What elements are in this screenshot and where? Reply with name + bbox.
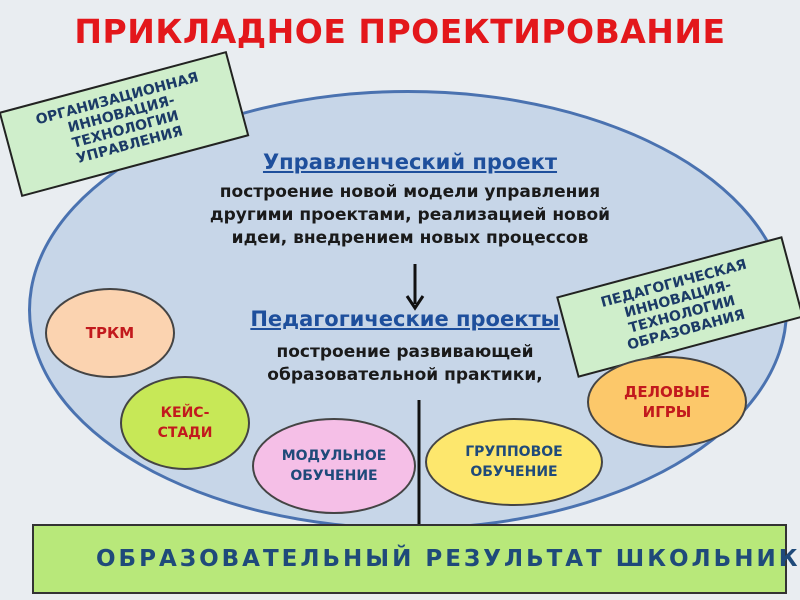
- pedagogical-projects-text: построение развивающей образовательной п…: [225, 341, 585, 387]
- bubble-group-learning: ГРУППОВОЕ ОБУЧЕНИЕ: [425, 418, 603, 506]
- bubble-trkm: ТРКМ: [45, 288, 175, 378]
- bubble-line: МОДУЛЬНОЕ: [281, 448, 387, 464]
- result-label: ОБРАЗОВАТЕЛЬНЫЙ РЕЗУЛЬТАТ ШКОЛЬНИКА: [96, 546, 800, 572]
- bubble-label: КЕЙС- СТАДИ: [158, 403, 213, 443]
- text-line: идеи, внедрением новых процессов: [231, 228, 589, 248]
- bubble-line: СТАДИ: [157, 425, 213, 441]
- bubble-label: МОДУЛЬНОЕ ОБУЧЕНИЕ: [282, 446, 387, 486]
- text-line: другими проектами, реализацией новой: [209, 205, 611, 225]
- bubble-line: ОБУЧЕНИЕ: [290, 468, 378, 484]
- text-line: образовательной практики,: [267, 365, 543, 385]
- bubble-modular-learning: МОДУЛЬНОЕ ОБУЧЕНИЕ: [252, 418, 416, 514]
- page-title: ПРИКЛАДНОЕ ПРОЕКТИРОВАНИЕ: [74, 12, 726, 51]
- bubble-line: КЕЙС-: [160, 405, 210, 421]
- bubble-line: ДЕЛОВЫЕ: [623, 383, 711, 401]
- bubble-label: ТРКМ: [85, 324, 135, 342]
- bubble-line: ОБУЧЕНИЕ: [470, 464, 558, 480]
- result-bar: ОБРАЗОВАТЕЛЬНЫЙ РЕЗУЛЬТАТ ШКОЛЬНИКА: [32, 524, 800, 594]
- text-line: построение развивающей: [276, 342, 534, 362]
- bubble-label: ДЕЛОВЫЕ ИГРЫ: [624, 382, 710, 422]
- bubble-business-games: ДЕЛОВЫЕ ИГРЫ: [587, 356, 747, 448]
- bubble-case-study: КЕЙС- СТАДИ: [120, 376, 250, 470]
- pedagogical-projects-title: Педагогические проекты: [250, 307, 560, 331]
- text-line: построение новой модели управления: [219, 182, 601, 202]
- arrow-head-upper: [405, 295, 425, 311]
- management-project-title: Управленческий проект: [262, 150, 558, 174]
- bubble-line: ГРУППОВОЕ: [465, 444, 563, 460]
- management-project-text: построение новой модели управления други…: [150, 181, 670, 250]
- bubble-line: ИГРЫ: [642, 403, 692, 421]
- bubble-label: ГРУППОВОЕ ОБУЧЕНИЕ: [465, 442, 562, 482]
